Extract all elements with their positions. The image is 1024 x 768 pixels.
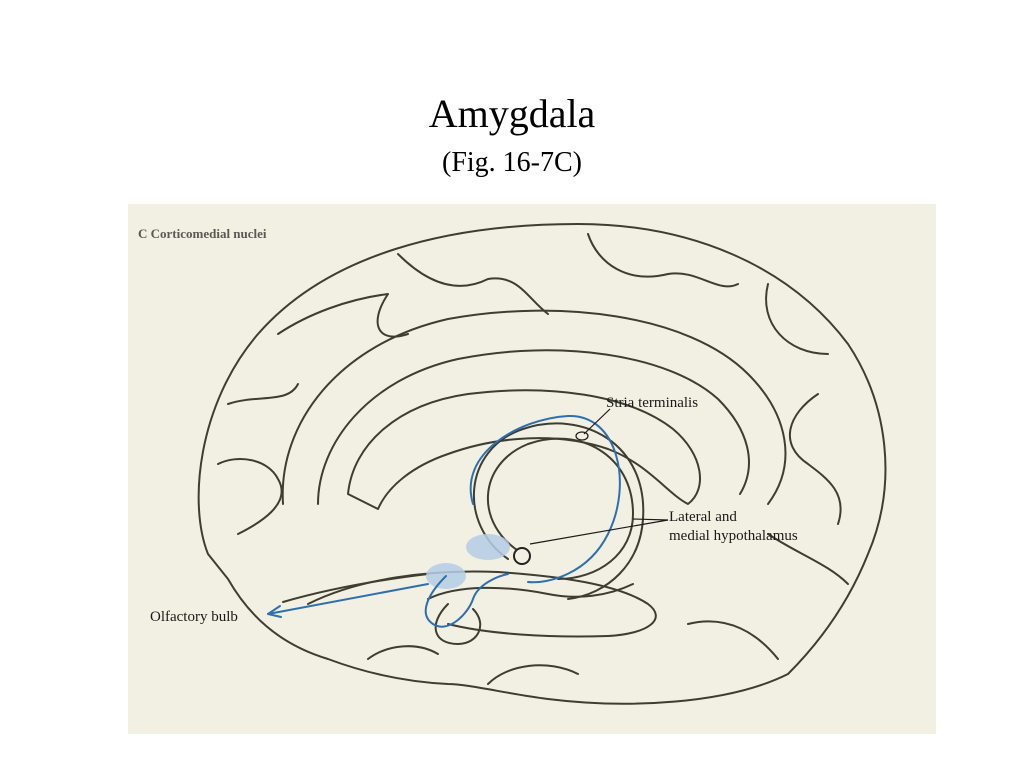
olfactory-arrowhead [267, 605, 282, 618]
gyrus-line [397, 253, 549, 315]
temporal-lobe [307, 570, 657, 638]
stria-marker [575, 431, 589, 441]
slide-title: Amygdala [428, 91, 596, 136]
label-hypothalamus-line2: medial hypothalamus [669, 528, 798, 544]
olfactory-bulb-arrow [267, 583, 429, 615]
brain-figure: C Corticomedial nuclei Stria terminalis … [128, 204, 936, 734]
stria-loop [472, 422, 645, 600]
gyrus-line [227, 383, 299, 405]
amygdala-region [466, 534, 510, 560]
label-stria-terminalis: Stria terminalis [606, 395, 699, 411]
hippocampus [427, 583, 634, 600]
cingulate-gyrus [281, 309, 787, 505]
label-olfactory-bulb: Olfactory bulb [150, 609, 238, 625]
gyrus-line [277, 293, 409, 338]
stria-terminalis-pathway [469, 414, 621, 584]
amygdala-node [513, 547, 531, 565]
gyrus-line [487, 664, 579, 685]
slide-subtitle: (Fig. 16-7C) [442, 147, 582, 178]
corpus-callosum [347, 389, 701, 510]
fornix-loop [487, 437, 634, 580]
gyrus-line [587, 233, 739, 288]
hemisphere-outline [197, 223, 887, 705]
stria-leader-line [583, 408, 611, 435]
gyrus-line [767, 533, 849, 585]
gyrus-line [367, 645, 439, 660]
gyrus-line [687, 620, 779, 660]
label-hypothalamus-line1: Lateral and [669, 509, 737, 525]
brain-illustration [197, 223, 887, 705]
uncus [434, 603, 482, 645]
cingulate-sulcus [317, 349, 750, 505]
hypothalamus-leader-line-2 [632, 518, 669, 521]
hypothalamus-leader-line [529, 519, 669, 545]
gyrus-line [217, 458, 283, 535]
gyrus-line [765, 283, 829, 355]
olfactory-pathway [424, 573, 509, 628]
figure-caption: C Corticomedial nuclei [138, 226, 267, 241]
olfactory-tract [282, 573, 429, 603]
gyrus-line [789, 393, 842, 525]
label-hypothalamus: Lateral and medial hypothalamus [669, 508, 798, 546]
